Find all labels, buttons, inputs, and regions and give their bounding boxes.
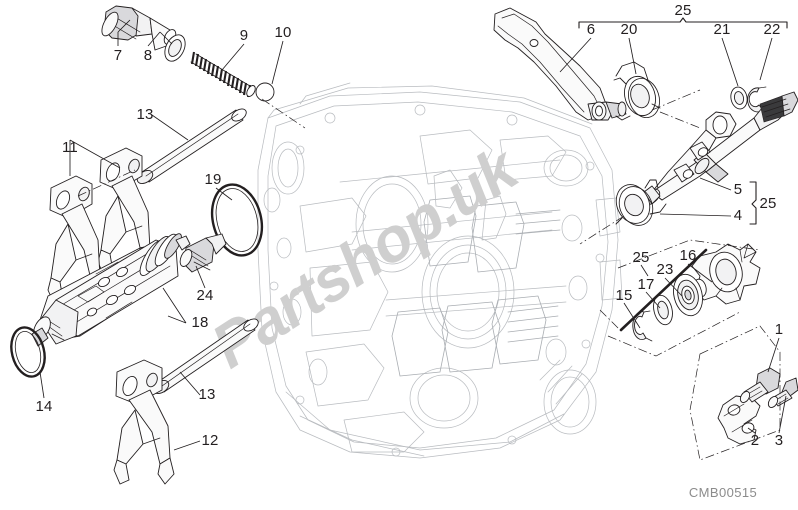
callout-15[interactable]: 15: [615, 287, 632, 304]
callout-16[interactable]: 16: [679, 247, 696, 264]
callout-9[interactable]: 9: [240, 27, 249, 44]
part-5-gear-change-shaft: [641, 91, 798, 206]
part-3-screw-short: [767, 377, 798, 408]
callout-24[interactable]: 24: [196, 287, 213, 304]
callout-7[interactable]: 7: [114, 47, 123, 64]
callout-3[interactable]: 3: [775, 432, 784, 449]
part-21-washer: [730, 86, 748, 110]
part-18-selector-drum: [31, 233, 191, 347]
callout-22[interactable]: 22: [763, 21, 780, 38]
callout-4[interactable]: 4: [734, 207, 743, 224]
diagram-code: CMB00515: [689, 485, 757, 500]
callout-13-lower[interactable]: 13: [198, 386, 215, 403]
callout-14[interactable]: 14: [35, 398, 52, 415]
callout-20[interactable]: 20: [620, 21, 637, 38]
callout-13-upper[interactable]: 13: [136, 106, 153, 123]
part-6-gear-change-lever: [493, 7, 627, 121]
callout-2[interactable]: 2: [751, 432, 760, 449]
bracket-25-shaft: [749, 181, 757, 225]
part-1-screw-long: [739, 367, 781, 403]
callout-11[interactable]: 11: [62, 139, 78, 156]
bracket-25-top: [578, 17, 788, 29]
callout-8[interactable]: 8: [144, 47, 153, 64]
callout-6[interactable]: 6: [587, 21, 596, 38]
callout-25-top[interactable]: 25: [674, 2, 691, 19]
callout-18[interactable]: 18: [191, 314, 208, 331]
callout-5[interactable]: 5: [734, 181, 743, 198]
part-16-ratchet-plate: [691, 243, 761, 305]
callout-10[interactable]: 10: [274, 24, 291, 41]
callout-23[interactable]: 23: [656, 261, 673, 278]
part-20-lever-return-spring: [613, 61, 661, 121]
kit-25-line: [619, 248, 708, 332]
part-9-detent-spring: [190, 51, 256, 98]
part-19-o-ring: [210, 183, 264, 257]
part-14-o-ring-drum: [10, 326, 46, 378]
part-23-bearing: [673, 273, 703, 317]
callout-21[interactable]: 21: [713, 21, 730, 38]
callout-1[interactable]: 1: [775, 321, 784, 338]
callout-17[interactable]: 17: [637, 276, 654, 293]
callout-19[interactable]: 19: [204, 171, 221, 188]
part-4-shaft-return-spring: [615, 179, 667, 226]
part-7-detent-plunger-bolt: [101, 5, 177, 51]
part-24-index-pin: [179, 233, 227, 273]
callout-25-ratchet[interactable]: 25: [632, 249, 649, 266]
callout-12[interactable]: 12: [201, 432, 218, 449]
part-12-selector-fork: [113, 359, 175, 485]
part-13-fork-shaft-upper: [136, 108, 247, 184]
callout-25-shaft[interactable]: 25: [759, 195, 776, 212]
